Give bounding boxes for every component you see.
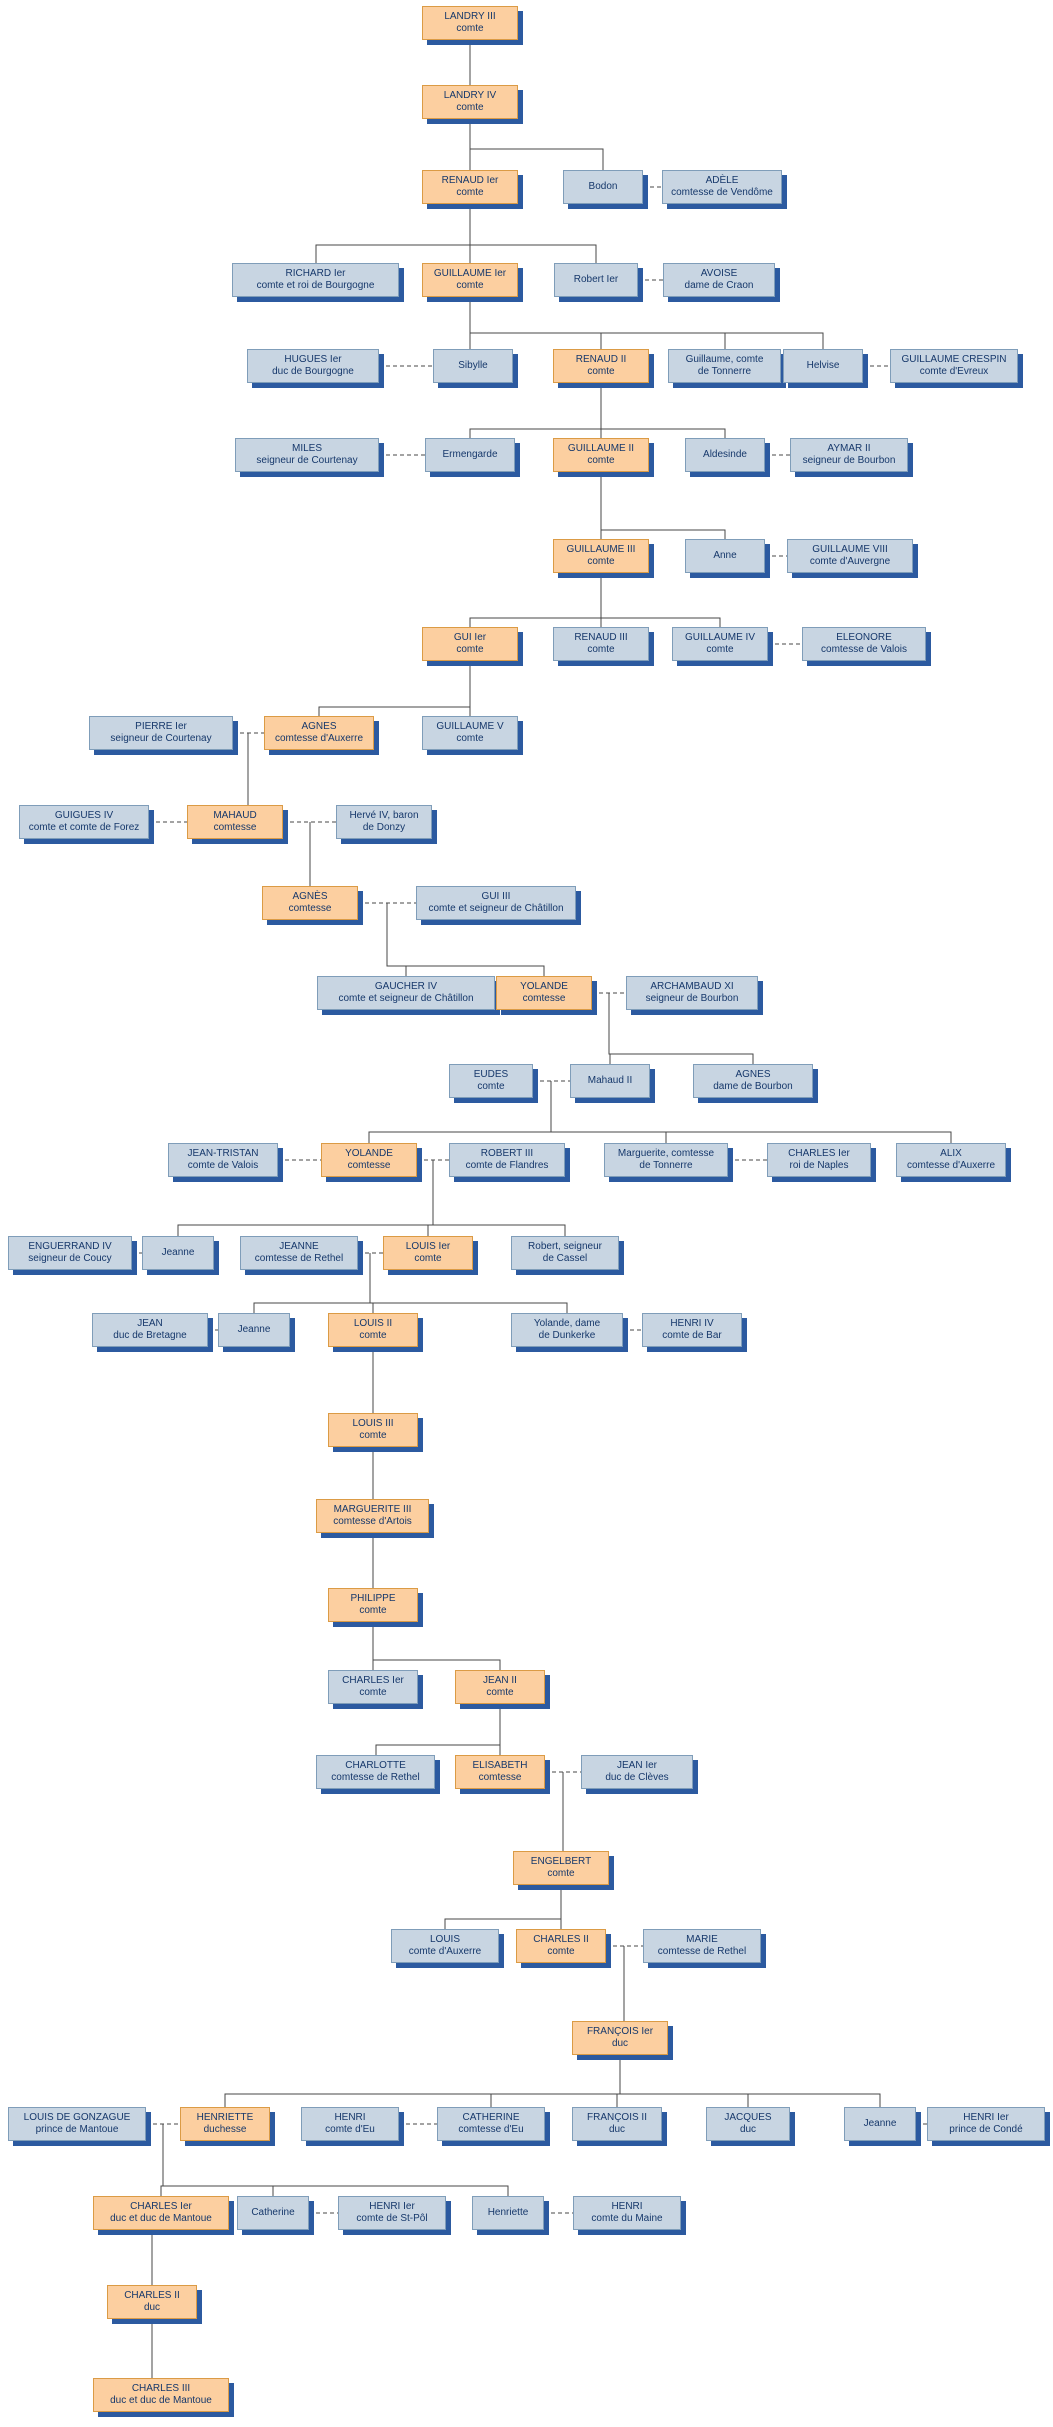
person-anne[interactable]: Anne	[685, 539, 765, 573]
person-ermengarde[interactable]: Ermengarde	[425, 438, 515, 472]
person-jeanne-conde[interactable]: Jeanne	[844, 2107, 916, 2141]
person-jeanne-bretagne[interactable]: Jeanne	[218, 1313, 290, 1347]
person-henriette-maine[interactable]: Henriette	[472, 2196, 544, 2230]
descent-lines	[151, 40, 952, 2378]
person-aldesinde[interactable]: Aldesinde	[685, 438, 765, 472]
person-helvise[interactable]: Helvise	[783, 349, 863, 383]
person-jeanne-coucy[interactable]: Jeanne	[142, 1236, 214, 1270]
person-robert-ier[interactable]: Robert Ier	[554, 263, 638, 297]
person-sibylle[interactable]: Sibylle	[433, 349, 513, 383]
marriage-lines	[132, 186, 927, 2214]
person-bodon[interactable]: Bodon	[563, 170, 643, 204]
person-mahaud-ii[interactable]: Mahaud II	[570, 1064, 650, 1098]
person-catherine-stpol[interactable]: Catherine	[237, 2196, 309, 2230]
